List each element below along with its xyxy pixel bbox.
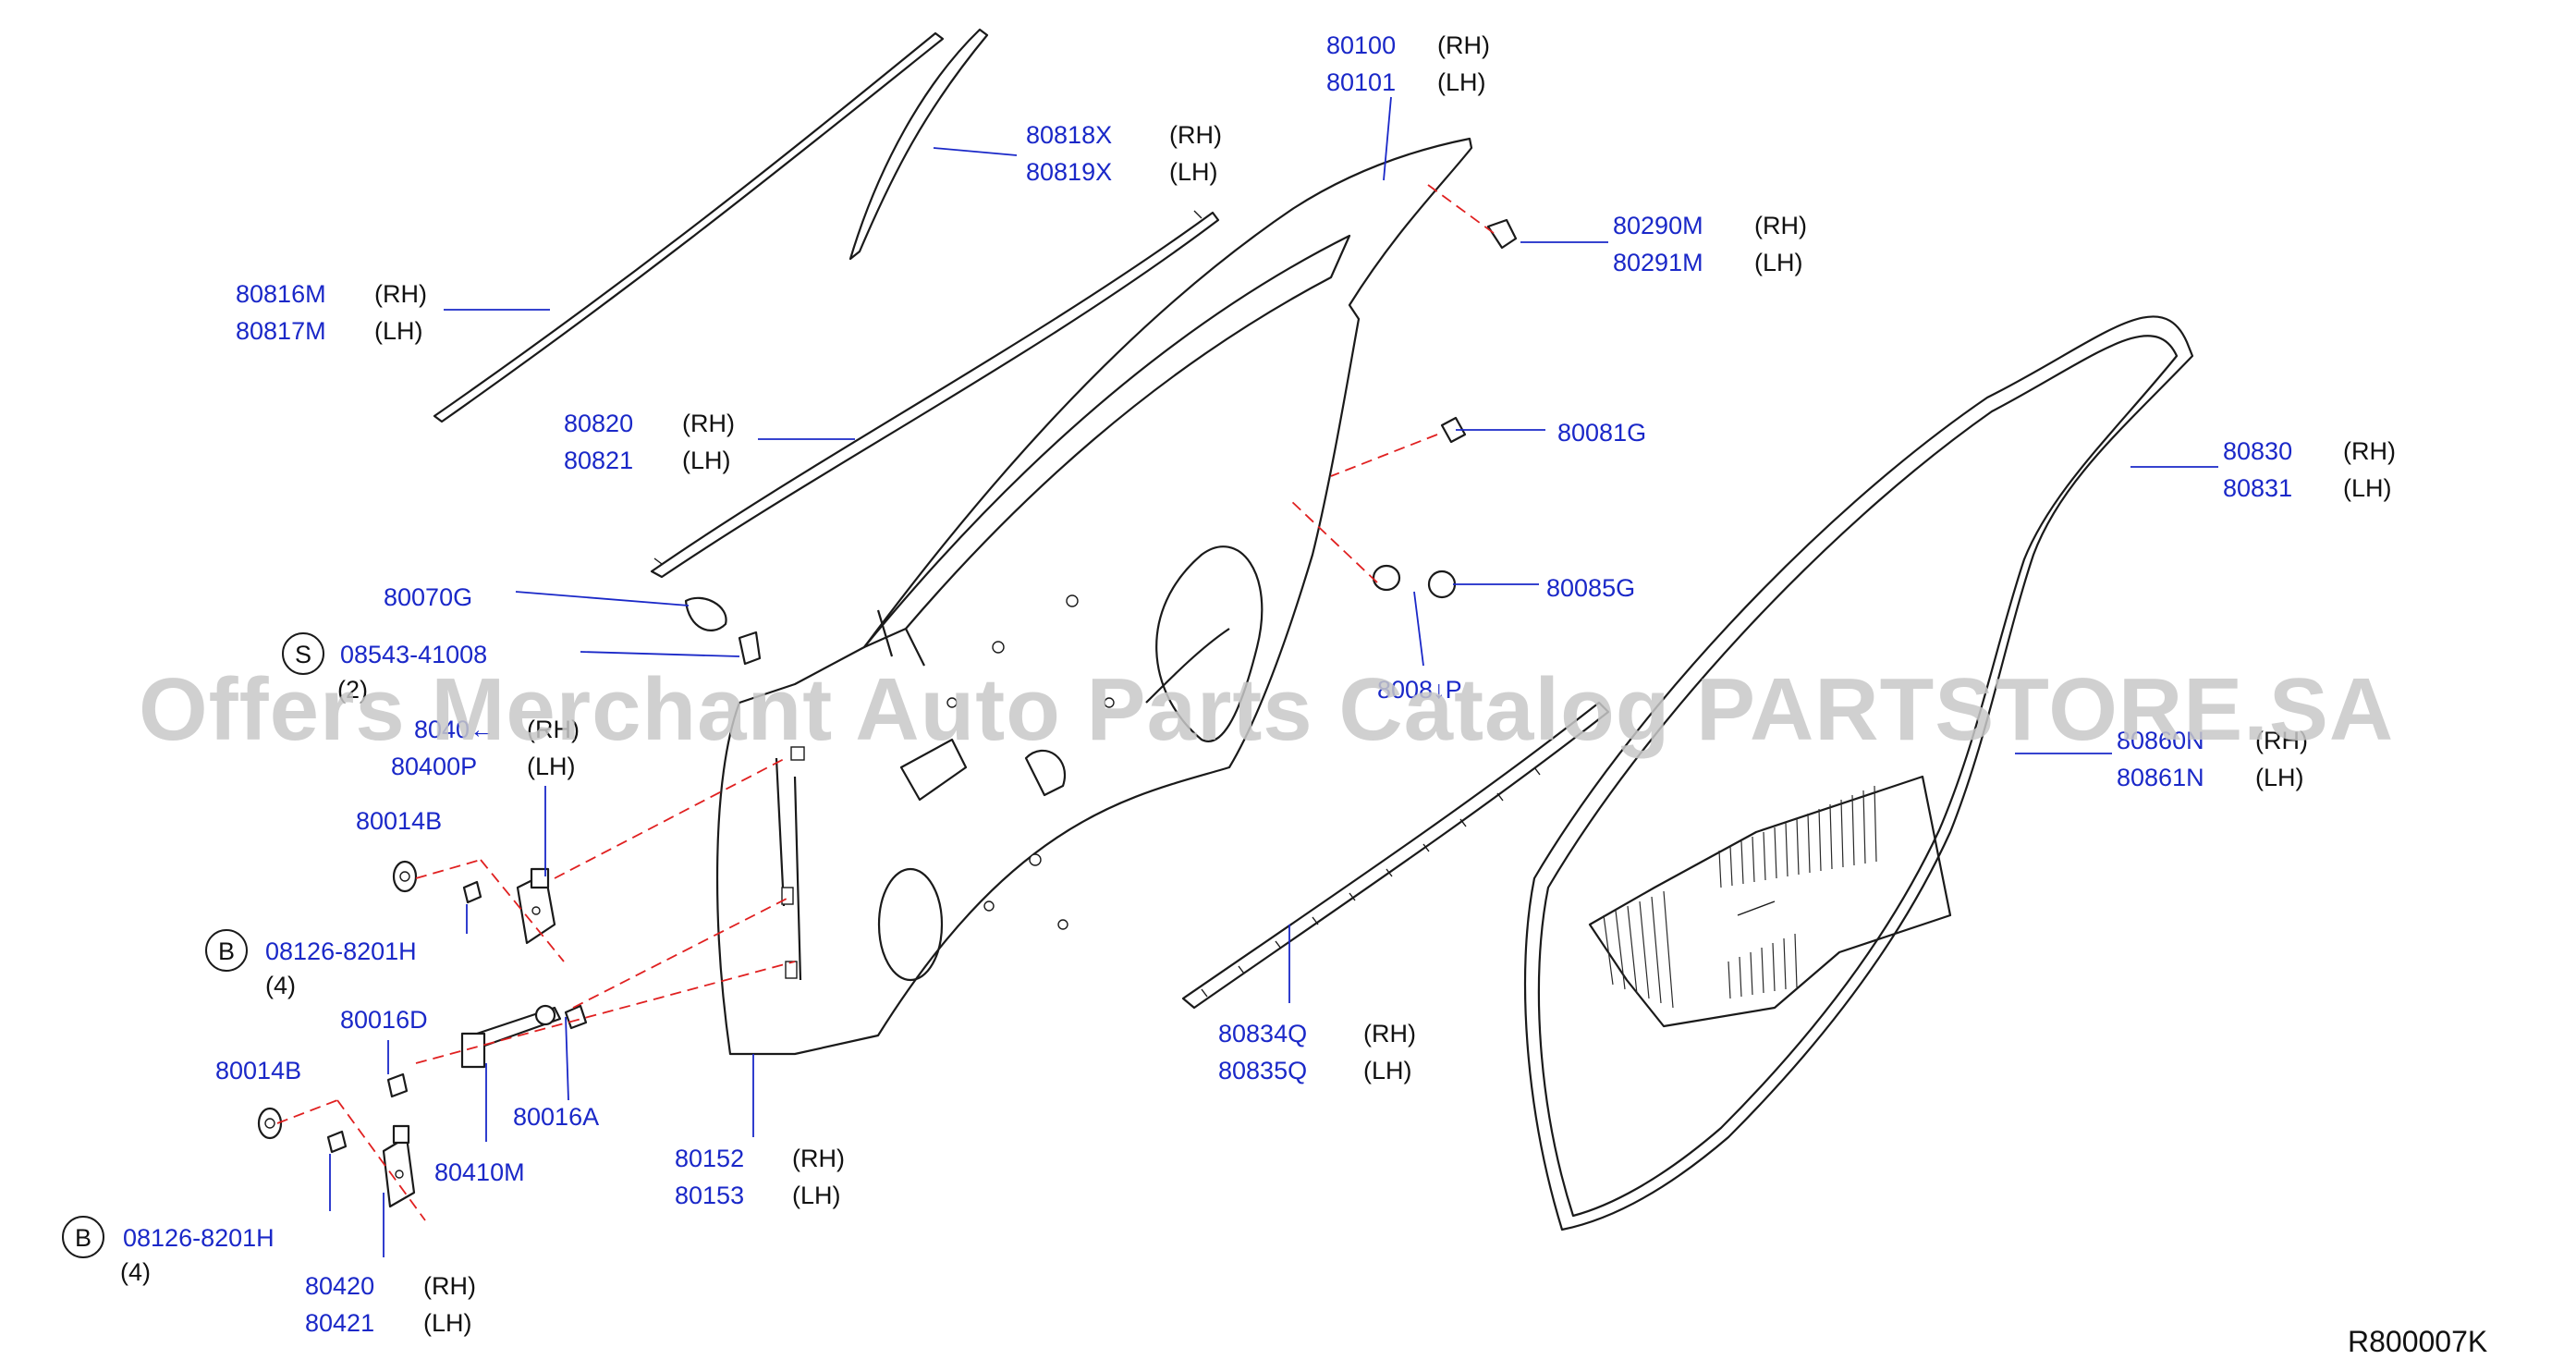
symbol-b-circle-lower	[62, 1216, 104, 1258]
quantity-2: (2)	[337, 676, 368, 704]
part-number-8040x[interactable]: 8040←	[414, 716, 494, 743]
symbol-b-circle-upper	[205, 929, 248, 972]
part-number-80835q[interactable]: 80835Q	[1218, 1057, 1307, 1084]
fasteners-drawing	[257, 218, 1518, 1154]
side-lh: (LH)	[527, 753, 576, 780]
side-lh: (LH)	[1363, 1057, 1412, 1084]
lower-hinge-drawing	[382, 1124, 416, 1208]
part-number-80070g[interactable]: 80070G	[384, 583, 472, 611]
part-number-80410m[interactable]: 80410M	[434, 1158, 525, 1186]
part-number-80819x[interactable]: 80819X	[1026, 158, 1112, 186]
side-lh: (LH)	[682, 447, 731, 474]
part-number-80818x[interactable]: 80818X	[1026, 121, 1112, 149]
part-number-80081g[interactable]: 80081G	[1557, 419, 1646, 447]
side-rh: (RH)	[2343, 437, 2396, 465]
leader-lines	[329, 96, 2218, 1257]
part-number-80821[interactable]: 80821	[564, 447, 633, 474]
part-number-80085g[interactable]: 80085G	[1546, 574, 1635, 602]
outer-moulding-drawing	[433, 31, 945, 423]
part-number-8008xp[interactable]: 8008↓P	[1377, 676, 1462, 704]
diagram-code: R800007K	[2348, 1325, 2487, 1358]
part-number-80420[interactable]: 80420	[305, 1272, 374, 1300]
side-lh: (LH)	[374, 317, 423, 345]
part-number-80400p[interactable]: 80400P	[391, 753, 477, 780]
part-number-80016a[interactable]: 80016A	[513, 1103, 599, 1131]
watermark: Offers Merchant Auto Parts Catalog PARTS…	[139, 660, 2394, 759]
side-lh: (LH)	[2255, 764, 2304, 791]
side-lh: (LH)	[1754, 249, 1803, 276]
part-number-80861n[interactable]: 80861N	[2117, 764, 2204, 791]
part-number-80014b-lower[interactable]: 80014B	[215, 1057, 301, 1084]
side-lh: (LH)	[792, 1182, 841, 1209]
part-number-80860n[interactable]: 80860N	[2117, 727, 2204, 754]
part-number-80816m[interactable]: 80816M	[236, 280, 326, 308]
part-number-80834q[interactable]: 80834Q	[1218, 1020, 1307, 1047]
side-rh: (RH)	[792, 1145, 845, 1172]
part-number-80014b-upper[interactable]: 80014B	[356, 807, 442, 835]
side-rh: (RH)	[682, 410, 735, 437]
dashed-lines	[276, 184, 1498, 1221]
part-number-80820[interactable]: 80820	[564, 410, 633, 437]
symbol-b-upper: B	[218, 937, 235, 965]
part-number-80100[interactable]: 80100	[1326, 31, 1396, 59]
part-number-80290m[interactable]: 80290M	[1613, 212, 1703, 239]
side-rh: (RH)	[1363, 1020, 1416, 1047]
part-number-08543-41008[interactable]: 08543-41008	[340, 641, 487, 668]
sash-finisher-drawing	[848, 28, 989, 261]
side-rh: (RH)	[2255, 727, 2308, 754]
side-rh: (RH)	[1169, 121, 1222, 149]
symbol-s: S	[295, 641, 311, 668]
side-rh: (RH)	[1754, 212, 1807, 239]
side-rh-partial: (RH)	[527, 716, 580, 743]
side-lh: (LH)	[423, 1309, 472, 1337]
part-number-80101[interactable]: 80101	[1326, 68, 1396, 96]
part-number-80421[interactable]: 80421	[305, 1309, 374, 1337]
door-trim-drawing	[1588, 775, 1952, 1028]
part-number-80291m[interactable]: 80291M	[1613, 249, 1703, 276]
check-link-drawing	[460, 1004, 562, 1069]
part-number-80153[interactable]: 80153	[675, 1182, 744, 1209]
trim-hatching	[1603, 785, 1877, 1009]
part-number-80152[interactable]: 80152	[675, 1145, 744, 1172]
symbol-s-circle	[282, 632, 324, 675]
quantity-4-upper: (4)	[265, 972, 296, 999]
quantity-4-lower: (4)	[120, 1258, 151, 1286]
side-lh: (LH)	[1169, 158, 1218, 186]
side-lh: (LH)	[2343, 474, 2392, 502]
part-number-08126-8201h-upper[interactable]: 08126-8201H	[265, 937, 417, 965]
part-number-80817m[interactable]: 80817M	[236, 317, 326, 345]
part-number-08126-8201h-lower[interactable]: 08126-8201H	[123, 1224, 275, 1252]
part-number-labels: 80100 (RH) 80101 (LH) 80818X (RH) 80819X…	[62, 31, 2396, 1337]
side-rh: (RH)	[374, 280, 427, 308]
belt-moulding-drawing	[650, 210, 1220, 579]
part-number-80016d[interactable]: 80016D	[340, 1006, 428, 1034]
weatherstrip-drawing	[1523, 315, 2194, 1231]
side-rh: (RH)	[1437, 31, 1490, 59]
side-rh: (RH)	[423, 1272, 476, 1300]
part-number-80830[interactable]: 80830	[2223, 437, 2292, 465]
side-lh: (LH)	[1437, 68, 1486, 96]
upper-hinge-drawing	[516, 867, 556, 945]
symbol-b-lower: B	[75, 1224, 92, 1252]
door-panel-drawing	[715, 137, 1473, 1056]
part-number-80831[interactable]: 80831	[2223, 474, 2292, 502]
